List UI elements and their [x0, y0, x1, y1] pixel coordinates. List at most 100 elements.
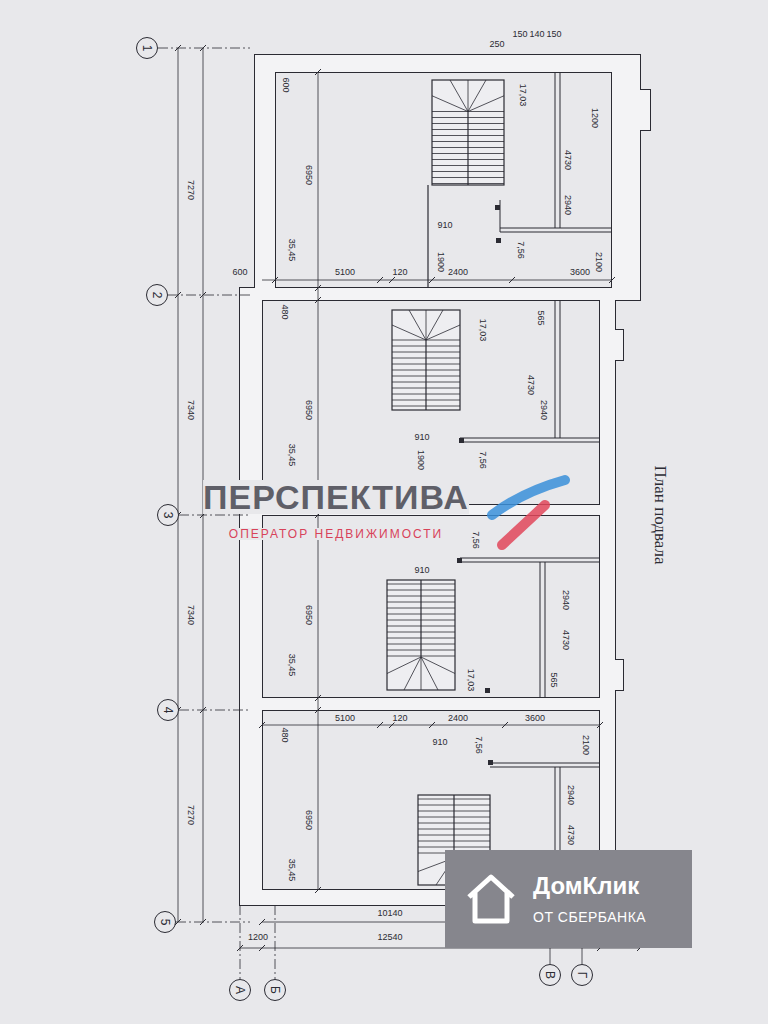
plan-line — [467, 112, 468, 186]
wall-fill — [615, 330, 623, 360]
dimension-label: 7,56 — [516, 240, 525, 260]
logo-stroke — [492, 480, 565, 515]
plan-line — [432, 171, 504, 172]
axis-label: Г — [576, 972, 588, 979]
plan-line — [387, 584, 455, 585]
staircase — [387, 580, 455, 690]
plan-line — [315, 707, 321, 713]
plan-line — [387, 656, 455, 657]
plan-line — [582, 948, 583, 964]
dimension-label: 910 — [413, 566, 430, 575]
plan-line — [240, 905, 241, 979]
plan-line — [392, 406, 460, 407]
wall-outline — [615, 330, 623, 360]
plan-line — [500, 200, 501, 232]
axis-label: Б — [269, 986, 281, 994]
wall-outline — [240, 288, 640, 300]
axis-label: В — [544, 971, 556, 979]
axis-label: 3 — [162, 512, 174, 519]
plan-line — [432, 96, 468, 112]
wall-outline — [612, 55, 640, 300]
axis-bubble: Г — [571, 964, 593, 986]
wall-outline — [600, 288, 615, 905]
plan-line — [272, 277, 278, 283]
plan-line — [387, 608, 455, 609]
plan-line — [387, 602, 455, 603]
plan-line — [453, 795, 454, 858]
axis-bubble: 1 — [136, 37, 158, 59]
wall-fill — [255, 55, 275, 300]
plan-line — [432, 129, 504, 130]
wall-fill — [640, 90, 650, 130]
dimension-label: 910 — [436, 221, 453, 230]
house-outline — [469, 877, 513, 921]
plan-title: План подвала — [652, 465, 669, 566]
plan-line — [158, 48, 250, 49]
plan-line — [259, 919, 265, 925]
plan-line — [425, 340, 426, 410]
plan-line — [460, 442, 600, 443]
dimension-label: 6950 — [304, 809, 313, 831]
dimension-label: 150 — [545, 30, 562, 39]
plan-line — [377, 722, 383, 728]
dimension-label: 6950 — [304, 604, 313, 626]
plan-line — [315, 285, 321, 291]
plan-line — [392, 358, 460, 359]
plan-line — [432, 165, 504, 166]
wall-outline — [255, 55, 275, 300]
dimension-lines — [175, 45, 643, 951]
plan-line — [490, 767, 600, 768]
plan-line — [179, 710, 250, 711]
plan-line — [432, 135, 504, 136]
plan-line — [421, 657, 438, 690]
column — [459, 438, 464, 443]
plan-line — [389, 722, 395, 728]
column — [496, 238, 501, 243]
dimension-label: 600 — [231, 268, 248, 277]
plan-line — [426, 325, 460, 340]
plan-line — [432, 177, 504, 178]
plan-line — [468, 80, 469, 112]
plan-line — [490, 763, 600, 764]
plan-line — [387, 590, 455, 591]
watermark-box: ДомКликОТ СБЕРБАНКА — [445, 850, 692, 948]
wall-fill — [615, 660, 623, 690]
dimension-label: 7340 — [186, 399, 195, 421]
dimension-label: 2400 — [447, 714, 469, 723]
watermark-text: ПЕРСПЕКТИВА — [203, 480, 469, 514]
dimension-label: 2940 — [539, 399, 548, 421]
plan-line — [387, 644, 455, 645]
dimension-label: 3600 — [524, 714, 546, 723]
wall-fill — [255, 55, 640, 72]
wall-outline — [640, 90, 650, 130]
plan-line — [420, 580, 421, 657]
plan-line — [315, 695, 321, 701]
watermark-logo — [492, 480, 565, 545]
plan-line — [540, 562, 541, 698]
dimension-label: 565 — [536, 309, 545, 326]
wall-fill — [240, 288, 640, 300]
plan-line — [418, 811, 490, 812]
plan-line — [315, 887, 321, 893]
plan-line — [432, 147, 504, 148]
dimension-label: 4730 — [561, 629, 570, 651]
plan-line — [418, 841, 490, 842]
plan-line — [418, 799, 490, 800]
dimension-label: 2400 — [447, 268, 469, 277]
dimension-label: 1200 — [247, 933, 269, 942]
axis-bubble: В — [539, 964, 561, 986]
column — [485, 688, 490, 693]
dimension-label: 1200 — [590, 107, 599, 129]
dimension-label: 120 — [391, 268, 408, 277]
plan-line — [560, 300, 561, 438]
dimension-label: 910 — [431, 738, 448, 747]
dimension-label: 12540 — [376, 933, 403, 942]
plan-line — [432, 183, 504, 184]
logo-stroke — [502, 505, 545, 545]
plan-line — [409, 310, 426, 340]
dimension-label: 35,45 — [287, 858, 296, 883]
stair-outline — [392, 310, 460, 410]
dimension-label: 7340 — [186, 604, 195, 626]
dimension-label: 600 — [281, 76, 290, 93]
axis-label: 2 — [151, 292, 163, 299]
